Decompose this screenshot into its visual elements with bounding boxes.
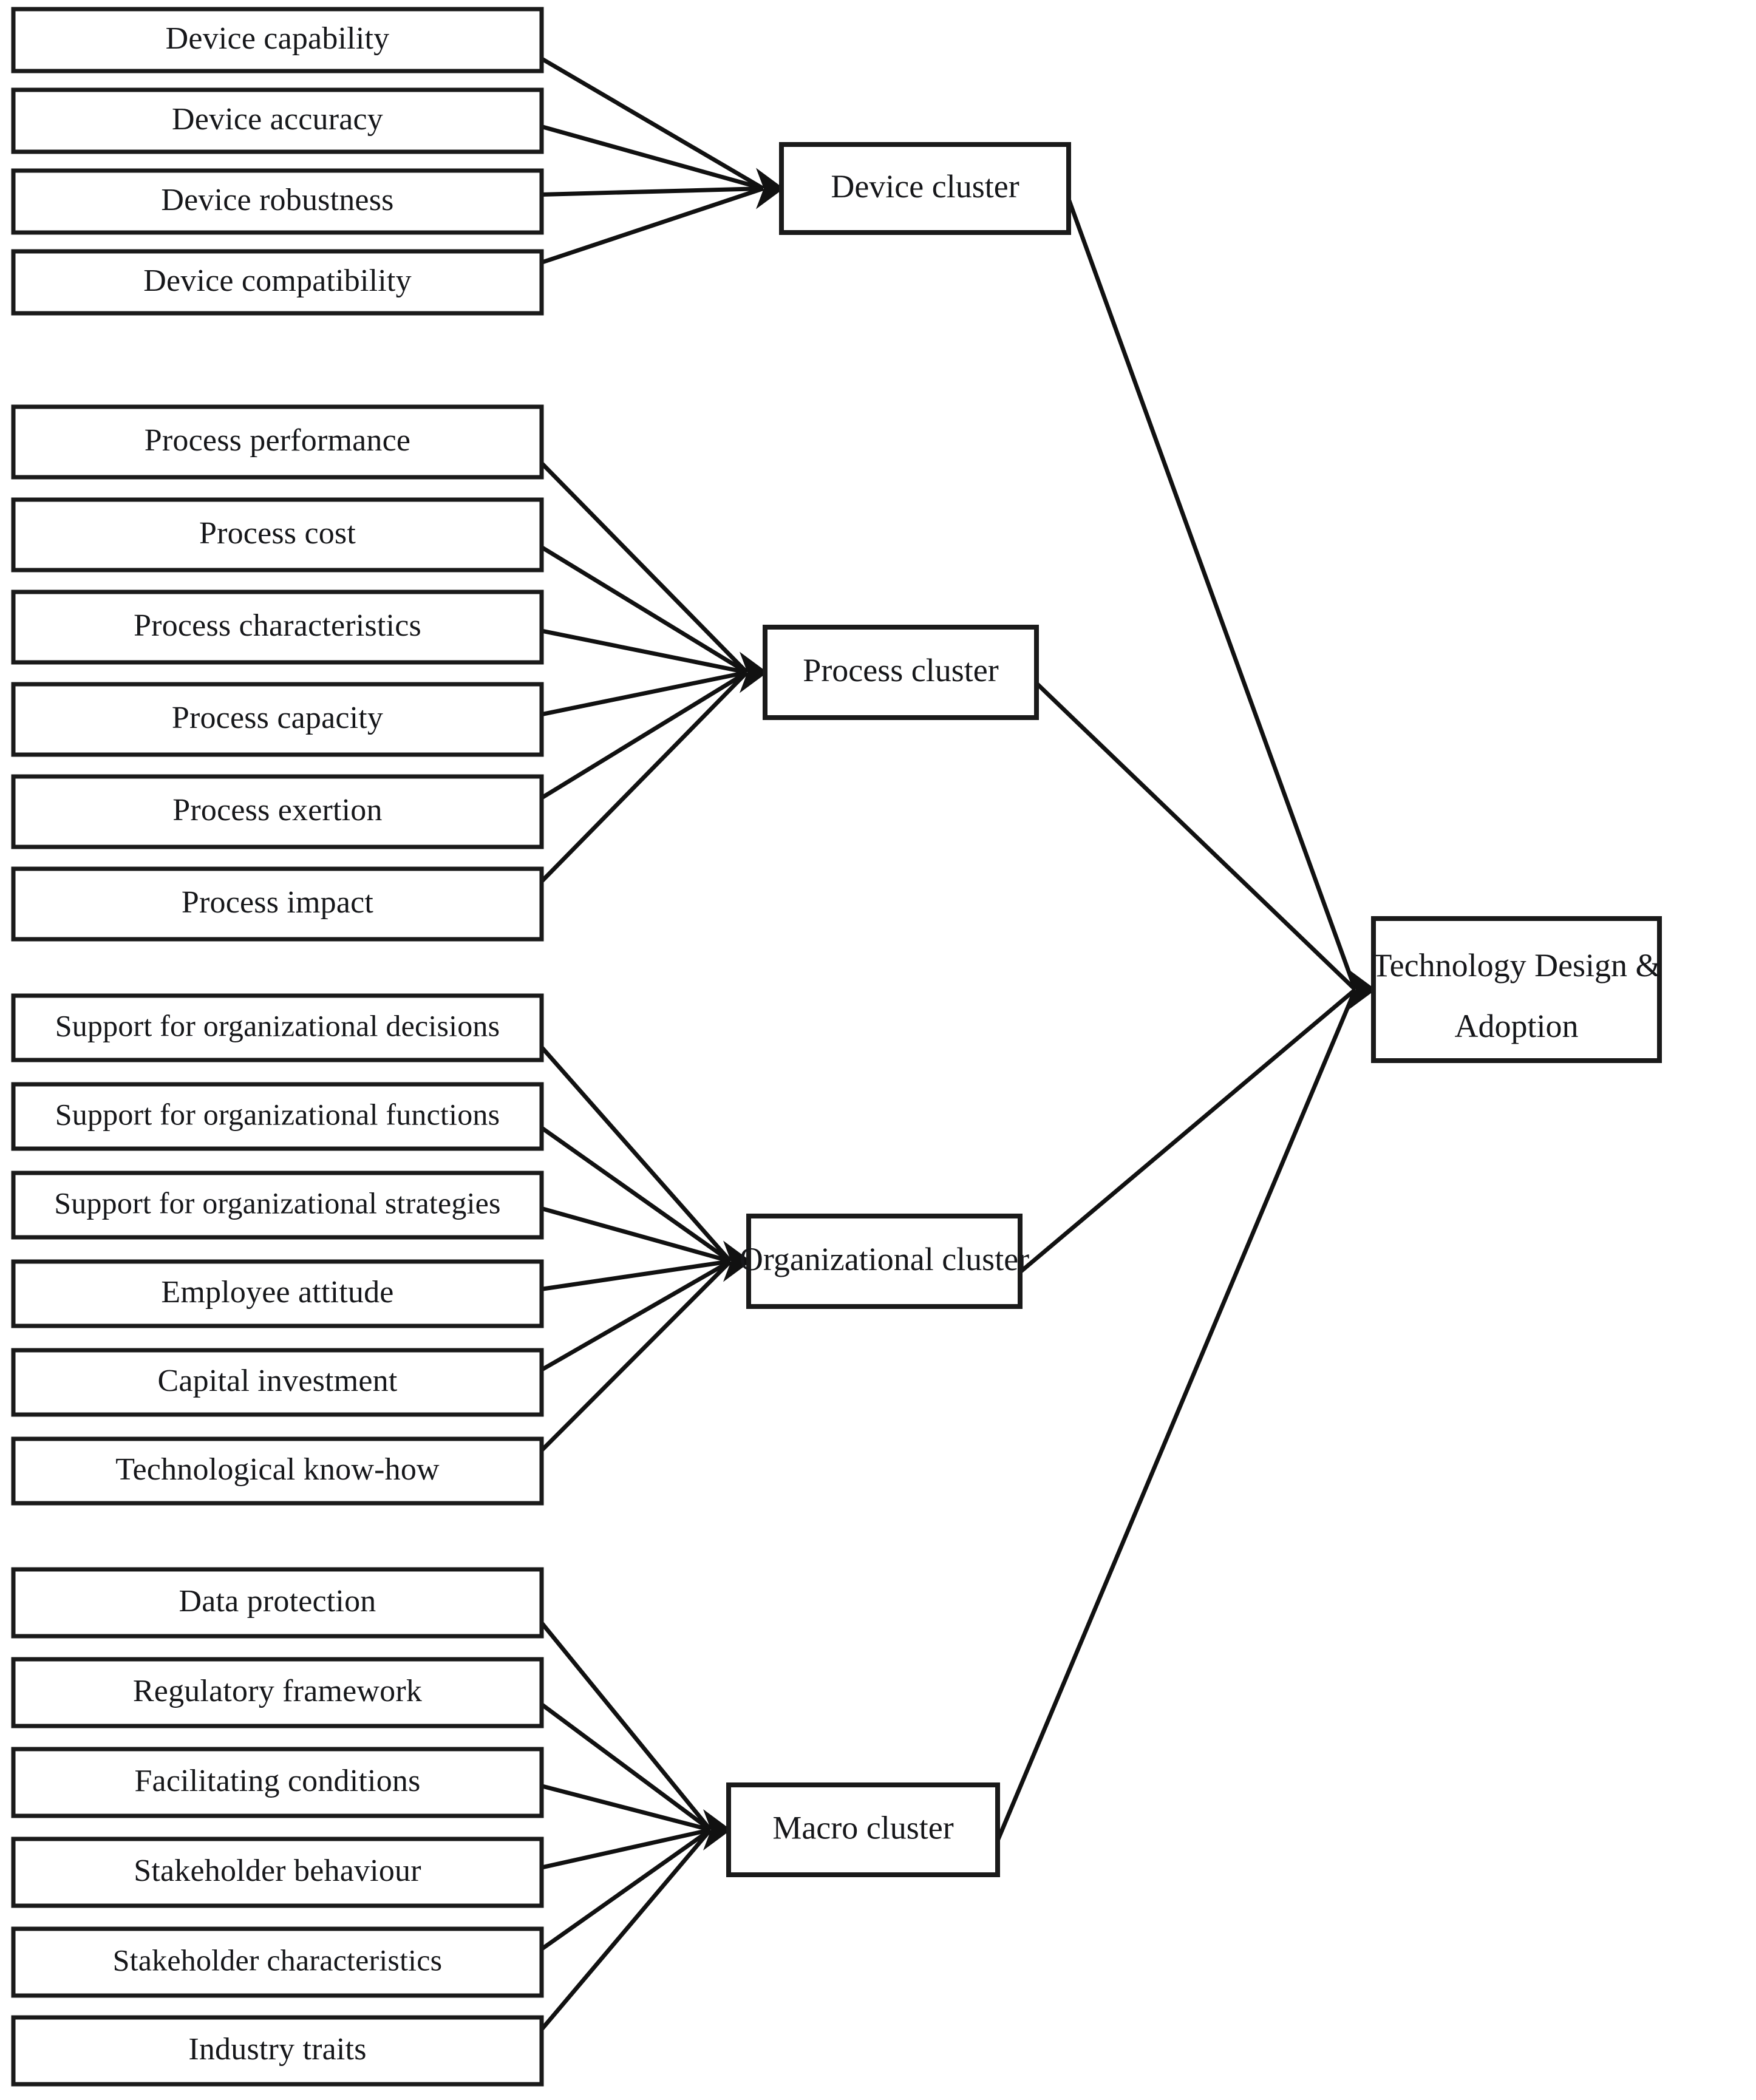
factor-box-support-for-organizational-strategies[interactable]	[11, 1171, 544, 1240]
edge-organizational-cluster-to-outcome	[1018, 988, 1357, 1274]
factor-box-stakeholder-characteristics[interactable]	[11, 1926, 544, 1998]
factor-label-technological-know-how: Technological know-how	[115, 1452, 440, 1487]
factor-box-technological-know-how[interactable]	[11, 1436, 544, 1506]
edge-employee-attitude-to-organizational-cluster	[541, 1259, 731, 1291]
factor-box-process-cost[interactable]	[11, 497, 544, 573]
edge-industry-traits-to-macro-cluster	[540, 1828, 712, 2031]
factor-label-device-compatibility: Device compatibility	[143, 263, 412, 298]
factor-label-stakeholder-behaviour: Stakeholder behaviour	[134, 1854, 421, 1888]
outcome-label-line1: Technology Design &	[1372, 947, 1661, 984]
factor-label-device-robustness: Device robustness	[161, 183, 393, 217]
factor-box-support-for-organizational-decisions[interactable]	[11, 993, 544, 1062]
factor-box-facilitating-conditions[interactable]	[11, 1747, 544, 1818]
edges-layer	[540, 56, 1376, 2031]
factor-label-process-impact: Process impact	[182, 885, 374, 920]
edge-device-compatibility-to-device-cluster	[540, 186, 764, 265]
factor-box-device-capability[interactable]	[11, 7, 544, 73]
factor-label-data-protection: Data protection	[179, 1584, 376, 1619]
edge-process-exertion-to-process-cluster	[540, 670, 748, 800]
cluster-box-organizational-cluster[interactable]	[746, 1214, 1023, 1309]
outcome-box-technology-design-adoption[interactable]	[1371, 916, 1662, 1063]
factor-label-device-accuracy: Device accuracy	[172, 102, 383, 137]
edge-process-cluster-to-outcome	[1035, 681, 1357, 991]
factor-box-device-accuracy[interactable]	[11, 87, 544, 154]
factor-label-process-characteristics: Process characteristics	[134, 608, 421, 643]
factor-label-employee-attitude: Employee attitude	[161, 1275, 393, 1310]
cluster-label-macro-cluster: Macro cluster	[772, 1809, 953, 1846]
factor-box-process-capacity[interactable]	[11, 682, 544, 757]
factor-label-facilitating-conditions: Facilitating conditions	[134, 1764, 420, 1798]
edge-device-robustness-to-device-cluster	[541, 186, 764, 197]
cluster-label-device-cluster: Device cluster	[831, 168, 1019, 205]
edge-process-performance-to-process-cluster	[540, 461, 749, 674]
edge-device-cluster-to-outcome	[1066, 198, 1358, 991]
edge-process-characteristics-to-process-cluster	[541, 628, 747, 675]
edge-device-accuracy-to-device-cluster	[541, 124, 764, 191]
edge-capital-investment-to-organizational-cluster	[540, 1259, 732, 1372]
arrowhead-device-cluster	[756, 168, 784, 209]
factor-box-industry-traits[interactable]	[11, 2015, 544, 2087]
outcome-label-technology-design-adoption: Technology Design & Adoption	[1372, 947, 1661, 1044]
factor-box-stakeholder-behaviour[interactable]	[11, 1837, 544, 1908]
arrowhead-organizational-cluster	[723, 1240, 751, 1282]
edge-process-cost-to-process-cluster	[540, 545, 748, 675]
edge-process-impact-to-process-cluster	[540, 671, 749, 883]
factor-box-regulatory-framework[interactable]	[11, 1657, 544, 1728]
outcome-label-line2: Adoption	[1454, 1008, 1578, 1044]
factor-box-device-compatibility[interactable]	[11, 249, 544, 316]
factor-label-device-capability: Device capability	[166, 21, 390, 56]
factor-box-device-robustness[interactable]	[11, 168, 544, 235]
edge-device-capability-to-device-cluster	[540, 56, 764, 191]
edge-support-for-organizational-strategies-to-organizational-cluster	[541, 1206, 731, 1263]
factor-box-capital-investment[interactable]	[11, 1348, 544, 1417]
factor-label-process-performance: Process performance	[145, 423, 410, 458]
factor-box-process-performance[interactable]	[11, 404, 544, 480]
factor-label-stakeholder-characteristics: Stakeholder characteristics	[113, 1943, 443, 1977]
edge-stakeholder-characteristics-to-macro-cluster	[540, 1828, 712, 1951]
edge-support-for-organizational-decisions-to-organizational-cluster	[540, 1045, 732, 1263]
edge-support-for-organizational-functions-to-organizational-cluster	[540, 1126, 732, 1263]
factor-box-process-exertion[interactable]	[11, 774, 544, 849]
factor-box-process-impact[interactable]	[11, 866, 544, 942]
cluster-label-organizational-cluster: Organizational cluster	[740, 1241, 1029, 1277]
factor-box-process-characteristics[interactable]	[11, 590, 544, 665]
arrowhead-process-cluster	[740, 651, 767, 693]
cluster-box-macro-cluster[interactable]	[726, 1782, 1000, 1877]
factor-box-data-protection[interactable]	[11, 1567, 544, 1639]
factor-label-support-for-organizational-strategies: Support for organizational strategies	[54, 1186, 500, 1220]
cluster-box-device-cluster[interactable]	[779, 142, 1071, 235]
factor-label-process-cost: Process cost	[199, 516, 356, 551]
edge-technological-know-how-to-organizational-cluster	[540, 1260, 732, 1452]
arrowhead-macro-cluster	[703, 1809, 731, 1850]
edge-macro-cluster-to-outcome	[995, 988, 1358, 1842]
factor-label-process-exertion: Process exertion	[172, 793, 382, 827]
edge-data-protection-to-macro-cluster	[540, 1621, 712, 1832]
edge-facilitating-conditions-to-macro-cluster	[541, 1784, 711, 1832]
factor-label-support-for-organizational-functions: Support for organizational functions	[55, 1097, 500, 1131]
factor-label-support-for-organizational-decisions: Support for organizational decisions	[55, 1008, 500, 1042]
factor-label-industry-traits: Industry traits	[188, 2032, 366, 2067]
arrowhead-outcome	[1348, 969, 1376, 1010]
factor-label-capital-investment: Capital investment	[158, 1364, 398, 1398]
cluster-label-process-cluster: Process cluster	[803, 652, 998, 688]
factor-box-employee-attitude[interactable]	[11, 1259, 544, 1328]
edge-regulatory-framework-to-macro-cluster	[540, 1702, 712, 1832]
edge-stakeholder-behaviour-to-macro-cluster	[541, 1827, 711, 1870]
edge-process-capacity-to-process-cluster	[541, 670, 747, 717]
factor-box-support-for-organizational-functions[interactable]	[11, 1082, 544, 1151]
cluster-box-process-cluster[interactable]	[763, 625, 1039, 720]
factor-label-regulatory-framework: Regulatory framework	[133, 1674, 422, 1708]
factor-label-process-capacity: Process capacity	[172, 701, 383, 735]
